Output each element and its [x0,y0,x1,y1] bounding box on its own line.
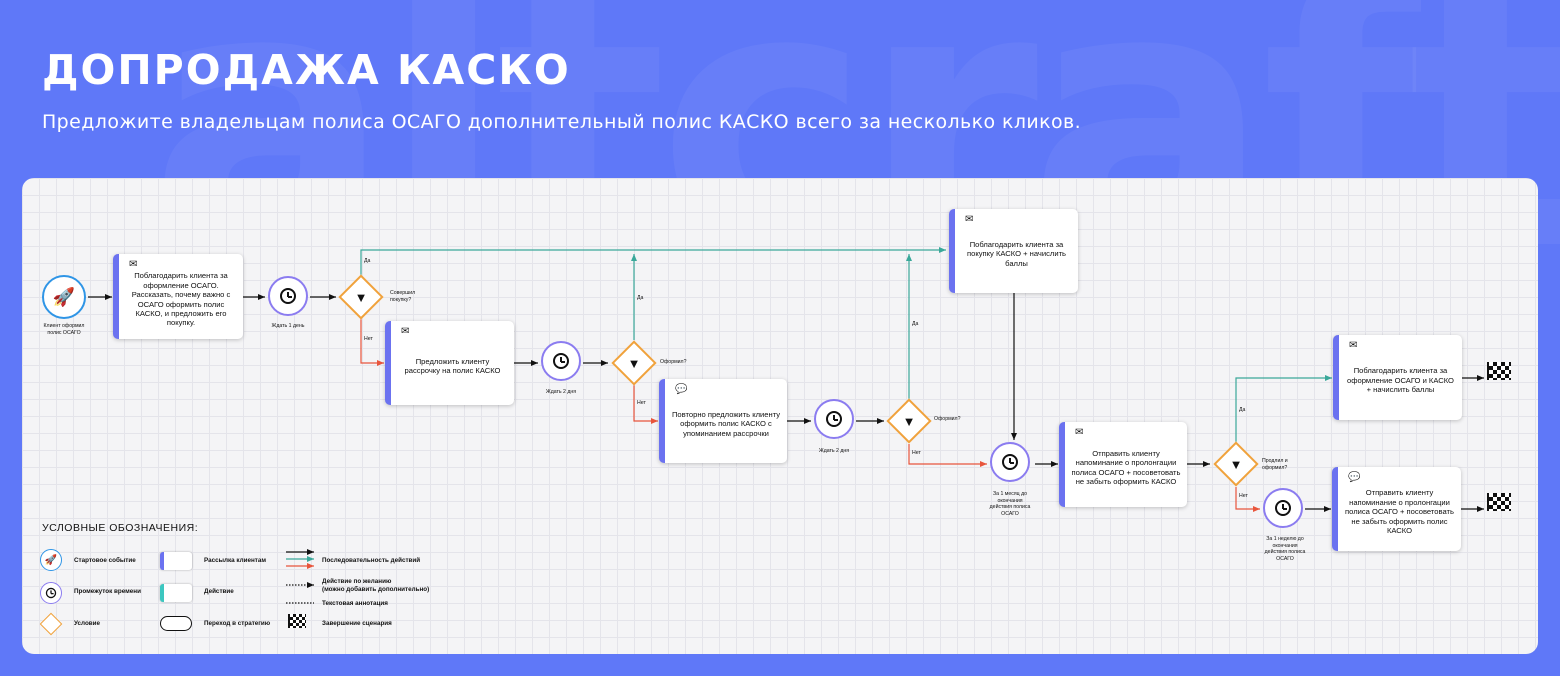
page-subtitle: Предложите владельцам полиса ОСАГО допол… [42,111,1082,133]
funnel-icon: ▼ [902,413,916,429]
push-card-1[interactable]: 💬 Повторно предложить клиенту оформить п… [659,379,787,463]
legend-mailing-label: Рассылка клиентам [204,557,267,564]
legend-action-icon [160,584,192,602]
legend-sequence-label: Последовательность действий [322,557,421,564]
legend-mailing-icon [160,552,192,570]
condition-no-1: Нет [364,336,373,342]
condition-no-3: Нет [912,450,921,456]
wait-node-1[interactable] [268,276,308,316]
legend-title: УСЛОВНЫЕ ОБОЗНАЧЕНИЯ: [42,522,199,534]
card-text: Отправить клиенту напоминание о пролонга… [1071,448,1181,486]
legend-finish-flag-icon [288,614,306,628]
legend-timer-icon [40,582,62,604]
flow-canvas: 🚀 Клиент оформил полис ОСАГО ✉ Поблагода… [22,178,1538,654]
arrow-cond1-no [360,319,384,366]
card-text: Поблагодарить клиента за оформление ОСАГ… [1347,366,1454,395]
connector-lines [88,247,1484,604]
wait-label-2: Ждать 2 дня [545,389,577,395]
rocket-icon: 🚀 [44,554,58,566]
condition-no-4: Нет [1239,493,1248,499]
card-text: Отправить клиенту напоминание о пролонга… [1345,488,1454,536]
envelope-icon: ✉ [401,326,410,337]
condition-yes-3: Да [912,321,919,327]
legend-start-label: Стартовое событие [74,557,136,564]
envelope-icon: ✉ [1075,427,1084,438]
rocket-icon: 🚀 [52,286,76,307]
envelope-icon: ✉ [129,259,138,270]
legend-finish-label: Завершение сценария [322,620,392,627]
legend-start-icon: 🚀 [40,549,62,571]
wait-label-5: За 1 неделю до окончания действия полиса… [1264,536,1306,562]
legend-condition-label: Условие [74,620,101,627]
push-card-2[interactable]: 💬 Отправить клиенту напоминание о пролон… [1332,467,1461,551]
condition-label-1: Совершил покупку? [390,290,416,303]
legend-timer-label: Промежуток времени [74,588,141,595]
legend-action-label: Действие [204,588,234,595]
condition-yes-1: Да [364,258,371,264]
legend-strategy-label: Переход в стратегию [204,620,271,627]
envelope-icon: ✉ [965,214,974,225]
email-card-3[interactable]: ✉ Предложить клиенту рассрочку на полис … [385,321,514,405]
clock-icon [1275,500,1291,516]
card-text: Поблагодарить клиента за оформление ОСАГ… [131,271,231,328]
condition-yes-4: Да [1239,407,1246,413]
condition-label-3: Оформил? [934,416,961,422]
arrow-cond1-yes [360,247,946,275]
condition-label-4: Продлил и оформил? [1262,458,1288,471]
email-card-1[interactable]: ✉ Поблагодарить клиента за оформление ОС… [113,254,243,339]
legend-annotation-label: Текстовая аннотация [322,600,388,607]
wait-label-1: Ждать 1 день [271,323,305,329]
funnel-icon: ▼ [627,355,641,371]
page-title: ДОПРОДАЖА КАСКО [42,46,571,94]
legend-optional-label: Действие по желанию (можно добавить допо… [322,578,430,593]
arrow-cond4-no [1235,487,1260,512]
clock-icon [45,587,57,599]
wait-label-4: За 1 месяц до окончания действия полиса … [989,491,1031,517]
email-card-5[interactable]: ✉ Поблагодарить клиента за оформление ОС… [1333,335,1462,420]
condition-no-2: Нет [637,400,646,406]
arrow-cond3-no [908,444,987,467]
card-text: Повторно предложить клиенту оформить пол… [671,409,781,438]
funnel-icon: ▼ [1229,456,1243,472]
wait-node-2[interactable] [541,341,581,381]
condition-yes-2: Да [637,295,644,301]
finish-flag-icon [1487,362,1511,380]
wait-node-3[interactable] [814,399,854,439]
condition-label-2: Оформил? [660,359,687,365]
clock-icon [1002,454,1018,470]
legend-strategy-icon [160,616,192,631]
clock-icon [280,288,296,304]
card-text: Предложить клиенту рассрочку на полис КА… [404,356,501,375]
wait-node-4[interactable] [990,442,1030,482]
email-card-4[interactable]: ✉ Отправить клиенту напоминание о пролон… [1059,422,1187,507]
chat-icon: 💬 [1348,472,1361,483]
arrow-cond4-yes [1235,375,1332,442]
wait-node-5[interactable] [1263,488,1303,528]
card-text: Поблагодарить клиента за покупку КАСКО +… [966,239,1067,268]
clock-icon [553,353,569,369]
finish-flag-icon [1487,493,1511,511]
funnel-icon: ▼ [354,289,368,305]
envelope-icon: ✉ [1349,340,1358,351]
start-label: Клиент оформил полис ОСАГО [43,323,85,336]
arrow-cond2-no [633,385,658,424]
clock-icon [826,411,842,427]
start-node[interactable]: 🚀 [42,275,86,319]
wait-label-3: Ждать 2 дня [818,448,850,454]
chat-icon: 💬 [675,384,688,395]
email-card-2[interactable]: ✉ Поблагодарить клиента за покупку КАСКО… [949,209,1078,293]
